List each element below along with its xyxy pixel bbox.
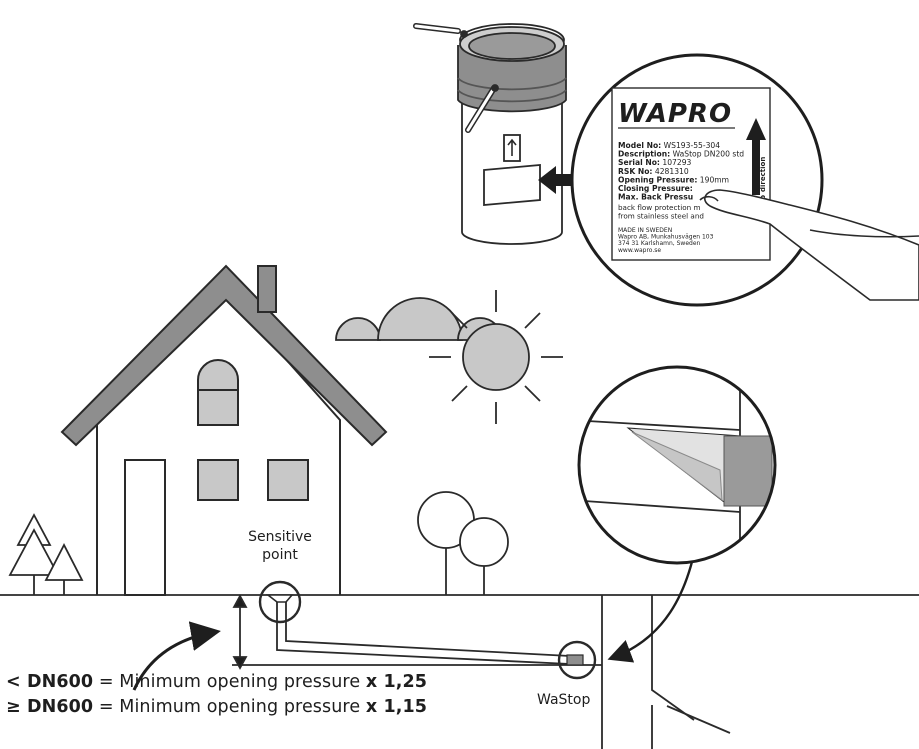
wastop-circle — [557, 640, 597, 680]
made-in-text: MADE IN SWEDEN — [618, 227, 672, 234]
address-line: 374 31 Karlshamn, Sweden — [618, 240, 701, 247]
level-marker — [232, 594, 248, 670]
formula-text: = Minimum opening pressure — [93, 672, 366, 692]
label-detail: WAPRO direction up Model No: WS193-55-30… — [570, 53, 919, 307]
sun — [429, 290, 563, 424]
label-description-line: back flow protection m — [618, 203, 700, 212]
label-line: RSK No: 4281310 — [618, 167, 689, 176]
direction-arrow-icon — [746, 118, 766, 195]
formula-op: ≥ DN600 — [6, 697, 94, 717]
pointer-arrow — [538, 166, 574, 194]
wastop-label: WaStop — [537, 692, 590, 708]
label-line: Max. Back Pressu — [618, 193, 693, 202]
wastop-product — [413, 23, 567, 245]
label-line: Serial No: 107293 — [618, 158, 692, 167]
label-line: Model No: WS193-55-304 — [618, 141, 720, 150]
formula-factor: x 1,15 — [365, 697, 428, 717]
hand-illustration — [699, 189, 919, 301]
label-line: Description: WaStop DN200 std — [618, 150, 744, 159]
zoom-detail — [577, 365, 777, 565]
pine-trees — [8, 513, 84, 595]
house — [60, 264, 388, 596]
sensitive-point-circle — [258, 580, 302, 624]
round-trees — [417, 491, 509, 595]
formula-factor: x 1,25 — [365, 672, 428, 692]
formula-text: = Minimum opening pressure — [93, 697, 366, 717]
ground-and-pipes — [0, 594, 919, 749]
formula-op: < DN600 — [6, 672, 94, 692]
formula-from-dn600: ≥ DN600 = Minimum opening pressure x 1,1… — [6, 696, 427, 718]
address-line: www.wapro.se — [618, 247, 661, 254]
label-line: Closing Pressure: — [618, 184, 693, 193]
brand-logo: WAPRO — [618, 99, 732, 129]
direction-text: direction — [759, 157, 767, 192]
sensitive-point-label: Sensitive — [248, 529, 312, 545]
address-line: Wapro AB, Munkahusvägen 103 — [618, 234, 714, 241]
label-description-line: from stainless steel and — [618, 211, 704, 220]
curved-arrow — [132, 621, 221, 691]
sensitive-point-label-2: point — [262, 547, 298, 563]
wastop-valve-small — [566, 654, 584, 666]
formula-below-dn600: < DN600 = Minimum opening pressure x 1,2… — [6, 671, 427, 693]
label-line: Opening Pressure: 190mm — [618, 175, 729, 184]
